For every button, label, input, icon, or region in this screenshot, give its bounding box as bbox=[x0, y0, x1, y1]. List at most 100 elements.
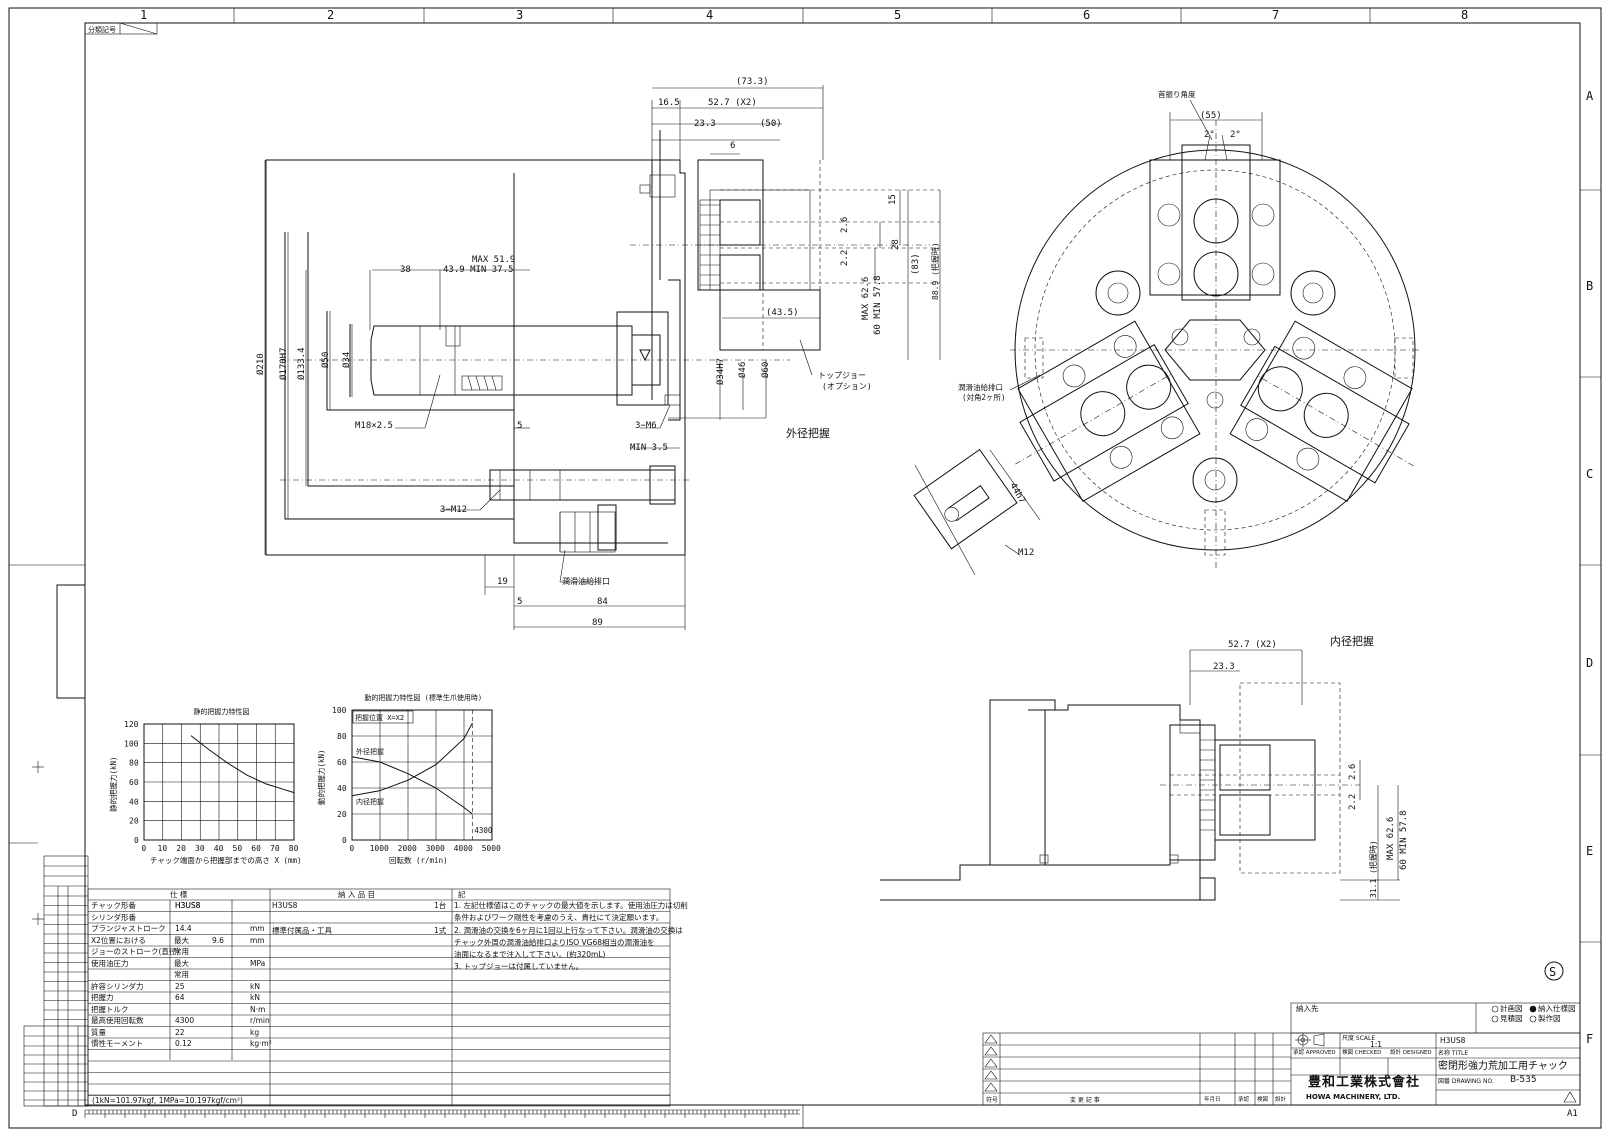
row-e: E bbox=[1586, 844, 1593, 858]
x-tick-label: 10 bbox=[158, 844, 168, 853]
x-tick-label: 5000 bbox=[482, 844, 501, 853]
dim-d46: Ø46 bbox=[737, 362, 748, 378]
designed-label: 設計 DESIGNED bbox=[1390, 1050, 1432, 1056]
y-tick-label: 0 bbox=[134, 836, 139, 845]
row-a: A bbox=[1586, 89, 1594, 103]
chart-title: 動的把握力特性図 (標準生爪使用時) bbox=[364, 693, 482, 702]
label-top-jaw-opt: (オプション) bbox=[822, 382, 872, 391]
delivery-to-label: 納入先 bbox=[1296, 1004, 1319, 1013]
note-1: 1. 左記仕様値はこのチャックの最大値を示します。使用油圧力は切削 bbox=[454, 901, 688, 910]
dim-deg2: 2° bbox=[1230, 130, 1241, 140]
dim-deg1: 2° bbox=[1204, 130, 1215, 140]
id-dim-max: MAX 62.6 bbox=[1386, 817, 1396, 860]
spec-value: 14.4 bbox=[175, 924, 192, 933]
notes-header: 記 bbox=[458, 890, 466, 899]
y-tick-label: 80 bbox=[337, 732, 347, 741]
chart-frame bbox=[351, 709, 493, 841]
y-tick-label: 40 bbox=[337, 784, 347, 793]
spec-unit: r/min bbox=[250, 1016, 270, 1025]
spec-label: シリンダ形番 bbox=[91, 912, 136, 922]
spec-value: 4300 bbox=[175, 1016, 195, 1025]
dim-d1334: Ø133.4 bbox=[296, 347, 307, 380]
row-f: F bbox=[1586, 1032, 1593, 1046]
x-tick-label: 40 bbox=[214, 844, 224, 853]
note-2b: チャック外周の潤滑油給排口よりISO VG68相当の潤滑油を bbox=[454, 938, 655, 947]
spec-sub-label: 常用 bbox=[174, 947, 189, 956]
delivery-qty-1: 1台 bbox=[434, 901, 447, 910]
dim-d60: Ø60 bbox=[760, 362, 771, 378]
rev-col-designed: 設計 bbox=[1275, 1097, 1287, 1103]
dim-439: 43.9 MIN 37.5 bbox=[443, 265, 513, 275]
drawing-title: 密閉形強力荒加工用チャック bbox=[1438, 1061, 1568, 1072]
delivery-item-1: H3US8 bbox=[272, 901, 298, 910]
x-tick-label: 50 bbox=[233, 844, 243, 853]
series-line-外径把握 bbox=[351, 756, 473, 815]
spec-value: H3US8 bbox=[175, 901, 201, 910]
id-dim-min: 60 MIN 57.8 bbox=[1399, 810, 1409, 870]
rev-col-date: 年月日 bbox=[1204, 1097, 1221, 1103]
dim-89: 89 bbox=[592, 618, 603, 628]
dim-233: 23.3 bbox=[694, 119, 716, 129]
spec-value: 25 bbox=[175, 981, 185, 991]
x-tick-label: 0 bbox=[141, 844, 146, 853]
spec-label: 慣性モーメント bbox=[91, 1039, 144, 1048]
dim-d210: Ø210 bbox=[255, 353, 266, 375]
id-dim-233: 23.3 bbox=[1213, 662, 1235, 672]
delivery-header: 納 入 品 目 bbox=[338, 890, 376, 899]
spec-label: 許容シリンダ力 bbox=[91, 981, 144, 991]
revision-col-label: 符号 bbox=[986, 1097, 999, 1104]
spec-sub-label: 最大 bbox=[174, 935, 189, 945]
row-b: B bbox=[1586, 279, 1593, 293]
crosshair-marks bbox=[9, 761, 44, 925]
dim-889: 88.9 (把握時) bbox=[930, 242, 940, 300]
left-revision-strips bbox=[23, 855, 89, 1107]
stamp-icon bbox=[1544, 961, 1564, 981]
spec-value: 22 bbox=[175, 1027, 185, 1037]
id-grip-view bbox=[880, 649, 1400, 901]
spec-label: プランジャストローク bbox=[91, 924, 166, 933]
chuck-front-view bbox=[1009, 99, 1420, 570]
dim-d50: Ø50 bbox=[320, 352, 331, 368]
dim-5b: 5 bbox=[517, 597, 522, 607]
dim-26: 2.6 bbox=[840, 217, 850, 233]
y-tick-label: 120 bbox=[124, 720, 139, 729]
drawing-number: B-535 bbox=[1510, 1075, 1537, 1085]
dim-38: 38 bbox=[400, 265, 411, 275]
spec-unit: N·m bbox=[250, 1004, 266, 1014]
x-tick-label: 60 bbox=[251, 844, 261, 853]
y-tick-label: 60 bbox=[129, 778, 139, 787]
dim-165: 16.5 bbox=[658, 98, 680, 108]
checkbox-estimate: 見積図 bbox=[1500, 1014, 1523, 1023]
y-tick-label: 20 bbox=[129, 817, 139, 826]
spec-label: 使用油圧力 bbox=[91, 958, 129, 968]
spec-label: X2位置における bbox=[91, 935, 146, 945]
rev-col-approved: 承認 bbox=[1238, 1097, 1250, 1103]
dim-527: 52.7 (X2) bbox=[708, 98, 757, 108]
note-2: 2. 潤滑油の交換を6ヶ月に1回以上行なって下さい。潤滑油の交換は bbox=[454, 926, 683, 935]
y-tick-label: 40 bbox=[129, 797, 139, 806]
spec-unit: kg bbox=[250, 1027, 260, 1037]
dim-min578: 60 MIN 57.8 bbox=[873, 275, 883, 335]
x-axis-label: チャック端面から把握部までの高さ X (mm) bbox=[150, 855, 302, 865]
checked-label: 検図 CHECKED bbox=[1342, 1050, 1382, 1056]
dim-min35: MIN 3.5 bbox=[630, 443, 668, 453]
col-7: 7 bbox=[1272, 8, 1279, 22]
dim-max519: MAX 51.9 bbox=[472, 255, 515, 265]
y-tick-label: 80 bbox=[129, 759, 139, 768]
company-name-ja: 豊和工業株式會社 bbox=[1308, 1075, 1421, 1090]
y-tick-label: 100 bbox=[124, 739, 139, 748]
max-speed-label: 4300 bbox=[474, 826, 493, 835]
id-dim-527: 52.7 (X2) bbox=[1228, 640, 1277, 650]
bottom-right-code: A1 bbox=[1567, 1109, 1578, 1119]
col-2: 2 bbox=[327, 8, 334, 22]
dim-22: 2.2 bbox=[840, 250, 850, 266]
dim-d34h7: Ø34H7 bbox=[715, 358, 726, 385]
chart-title: 静的把握力特性図 bbox=[193, 707, 249, 716]
y-axis-label: 静的把握力(kN) bbox=[108, 756, 118, 812]
x-tick-label: 3000 bbox=[426, 844, 445, 853]
spec-sub-label: 常用 bbox=[174, 970, 189, 979]
stamp-letter: S bbox=[1549, 965, 1556, 979]
col-1: 1 bbox=[140, 8, 147, 22]
checkbox-plan: 計画図 bbox=[1500, 1004, 1523, 1013]
